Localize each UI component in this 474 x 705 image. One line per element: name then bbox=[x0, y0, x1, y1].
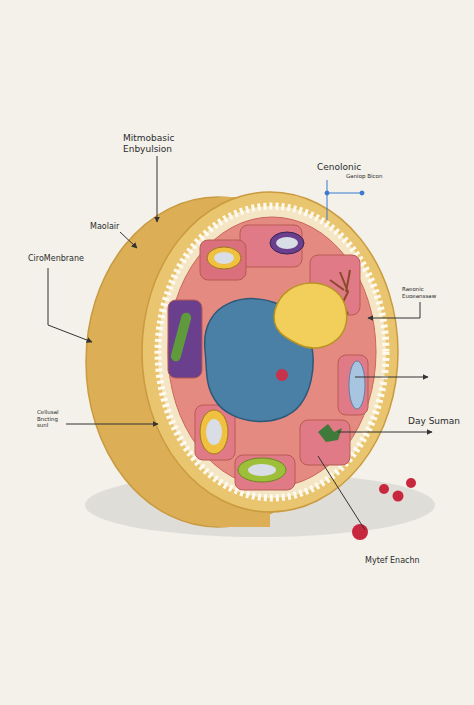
part-label: Mytef Enachn bbox=[365, 556, 445, 566]
part-label: Mitmobasic Enbyulsion bbox=[123, 133, 193, 155]
part-label: Ganiop Bicon bbox=[346, 173, 386, 180]
golgi-blob bbox=[274, 283, 347, 348]
part-label: Cenolonic bbox=[317, 162, 387, 173]
cytoplasm bbox=[168, 217, 376, 487]
membrane-ring bbox=[158, 206, 386, 498]
blue-leader bbox=[325, 180, 364, 220]
leader-lines bbox=[48, 156, 432, 530]
part-label: Cellusal Bncting sunl bbox=[37, 409, 71, 429]
part-label: CiroMenbrane bbox=[28, 254, 108, 264]
part-label: Raeonic Euoeanssaw bbox=[402, 286, 457, 299]
red-beads bbox=[352, 478, 416, 540]
cell-wall bbox=[142, 192, 398, 512]
compartments bbox=[168, 225, 368, 490]
nucleolus bbox=[276, 369, 288, 381]
organelles bbox=[170, 232, 365, 482]
membrane-teeth bbox=[158, 206, 386, 498]
part-label: Day Suman bbox=[408, 416, 468, 427]
part-label: Maolair bbox=[90, 222, 150, 232]
